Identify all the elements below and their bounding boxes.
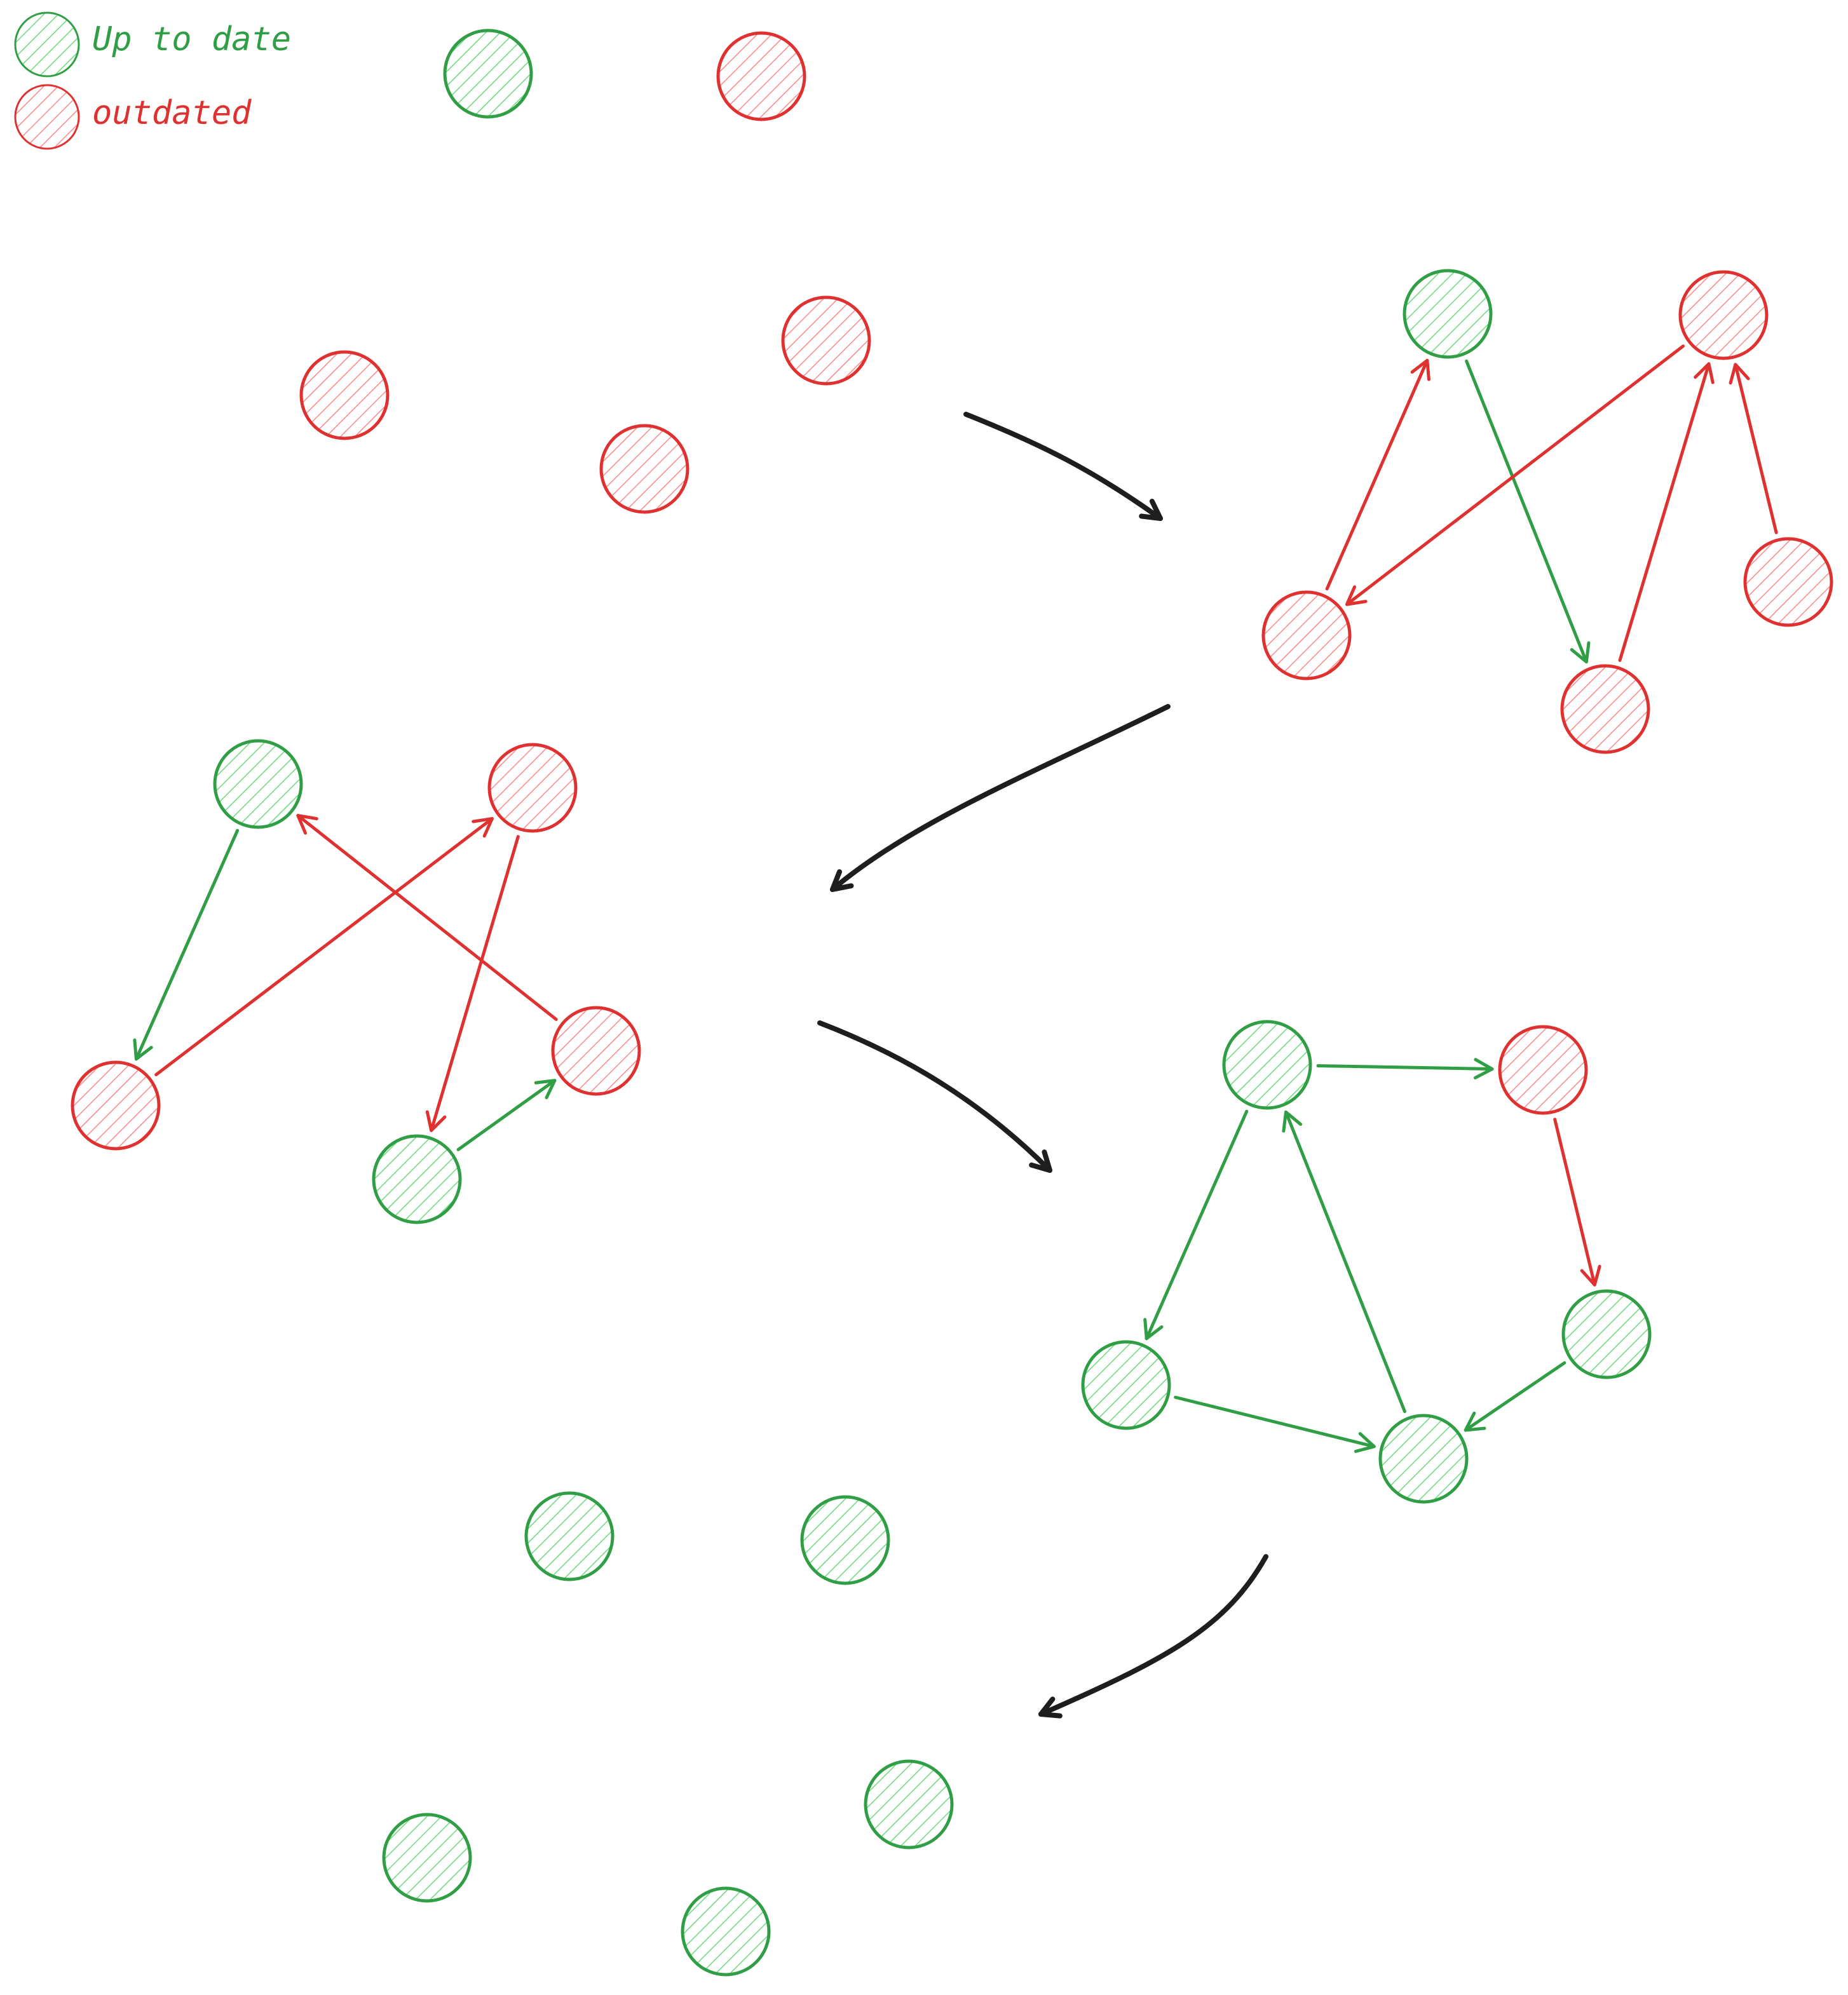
edge-arrowhead-6 bbox=[472, 817, 494, 838]
stage-2-node-2 bbox=[1678, 270, 1769, 360]
stage-3-node-3 bbox=[71, 1060, 161, 1151]
edge-line-6 bbox=[154, 816, 494, 1077]
stage-4-node-4 bbox=[1561, 1289, 1652, 1379]
stage-3-node-2 bbox=[487, 743, 578, 833]
edge-arrowhead-13 bbox=[1354, 1431, 1376, 1453]
edge-arrowhead-11 bbox=[1580, 1264, 1601, 1287]
loose-node-outdated bbox=[716, 31, 806, 121]
stage-5-node-4 bbox=[864, 1759, 954, 1850]
stage-3-node-4 bbox=[551, 1006, 641, 1096]
edge-arrowhead-15 bbox=[1464, 1411, 1486, 1432]
edge-line-4 bbox=[1734, 363, 1778, 534]
stage-1-node-2 bbox=[599, 424, 690, 514]
edge-line-9 bbox=[456, 1079, 557, 1151]
edge-arrowhead-10 bbox=[1473, 1058, 1494, 1079]
edge-arrowhead-1 bbox=[1570, 641, 1591, 664]
edge-arrowhead-12 bbox=[1143, 1318, 1164, 1341]
edge-arrowhead-3 bbox=[1694, 362, 1715, 384]
edge-line-2 bbox=[1345, 344, 1685, 606]
edge-line-13 bbox=[1174, 1395, 1376, 1449]
flow-arrow-4 bbox=[1038, 1554, 1268, 1717]
nodes-layer bbox=[14, 11, 1833, 1977]
stage-2-node-5 bbox=[1743, 537, 1833, 627]
flow-arrow-2 bbox=[830, 704, 1171, 892]
stage-2-node-4 bbox=[1560, 664, 1650, 754]
stage-2-node-1 bbox=[1403, 269, 1493, 359]
edge-arrowhead-4 bbox=[1729, 363, 1750, 385]
edge-line-3 bbox=[1618, 362, 1711, 662]
edge-line-14 bbox=[1284, 1110, 1406, 1414]
flow-arrowhead-2 bbox=[830, 869, 854, 892]
legend-outdated-swatch bbox=[14, 84, 80, 150]
edge-line-0 bbox=[1325, 358, 1429, 591]
edge-arrowhead-9 bbox=[534, 1079, 557, 1100]
stage-4-node-5 bbox=[1378, 1414, 1469, 1504]
stage-5-node-5 bbox=[681, 1886, 771, 1977]
edge-line-1 bbox=[1465, 359, 1588, 664]
legend-up-to-date-swatch bbox=[14, 11, 80, 78]
edge-line-15 bbox=[1464, 1361, 1566, 1432]
edge-arrowhead-0 bbox=[1410, 358, 1430, 381]
flow-arrow-1 bbox=[963, 412, 1163, 521]
edge-line-8 bbox=[430, 835, 520, 1132]
stage-1-node-1 bbox=[299, 350, 390, 440]
edge-line-12 bbox=[1145, 1109, 1249, 1341]
flow-arrowhead-4 bbox=[1038, 1696, 1063, 1719]
edge-arrowhead-2 bbox=[1345, 585, 1368, 606]
edge-line-7 bbox=[296, 814, 558, 1021]
edge-arrowhead-8 bbox=[425, 1110, 447, 1132]
stage-5-node-2 bbox=[800, 1495, 890, 1585]
legend-outdated-label: outdated bbox=[92, 94, 252, 132]
stage-5-node-3 bbox=[382, 1813, 472, 1903]
stage-4-node-2 bbox=[1498, 1025, 1588, 1115]
flow-arrow-3 bbox=[817, 1020, 1052, 1173]
stage-3-node-1 bbox=[213, 739, 303, 829]
edges-layer bbox=[133, 344, 1778, 1453]
edge-line-11 bbox=[1553, 1118, 1596, 1287]
stage-1-node-3 bbox=[781, 295, 871, 386]
stage-2-node-3 bbox=[1261, 590, 1352, 680]
stage-5-node-1 bbox=[524, 1491, 615, 1581]
stage-4-node-1 bbox=[1222, 1020, 1312, 1110]
edge-arrowhead-5 bbox=[133, 1038, 153, 1061]
flow-arrowhead-1 bbox=[1139, 499, 1163, 521]
stage-4-node-3 bbox=[1081, 1340, 1171, 1430]
legend-up-to-date-label: Up to date bbox=[92, 20, 292, 58]
flow-arrows-layer bbox=[817, 412, 1268, 1719]
loose-node-up-to-date bbox=[443, 29, 533, 119]
edge-line-10 bbox=[1316, 1064, 1494, 1071]
edge-arrowhead-7 bbox=[296, 814, 318, 835]
edge-arrowhead-14 bbox=[1282, 1110, 1303, 1133]
stage-3-node-5 bbox=[372, 1134, 462, 1224]
flow-arrowhead-3 bbox=[1029, 1149, 1052, 1173]
edge-line-5 bbox=[134, 828, 240, 1061]
